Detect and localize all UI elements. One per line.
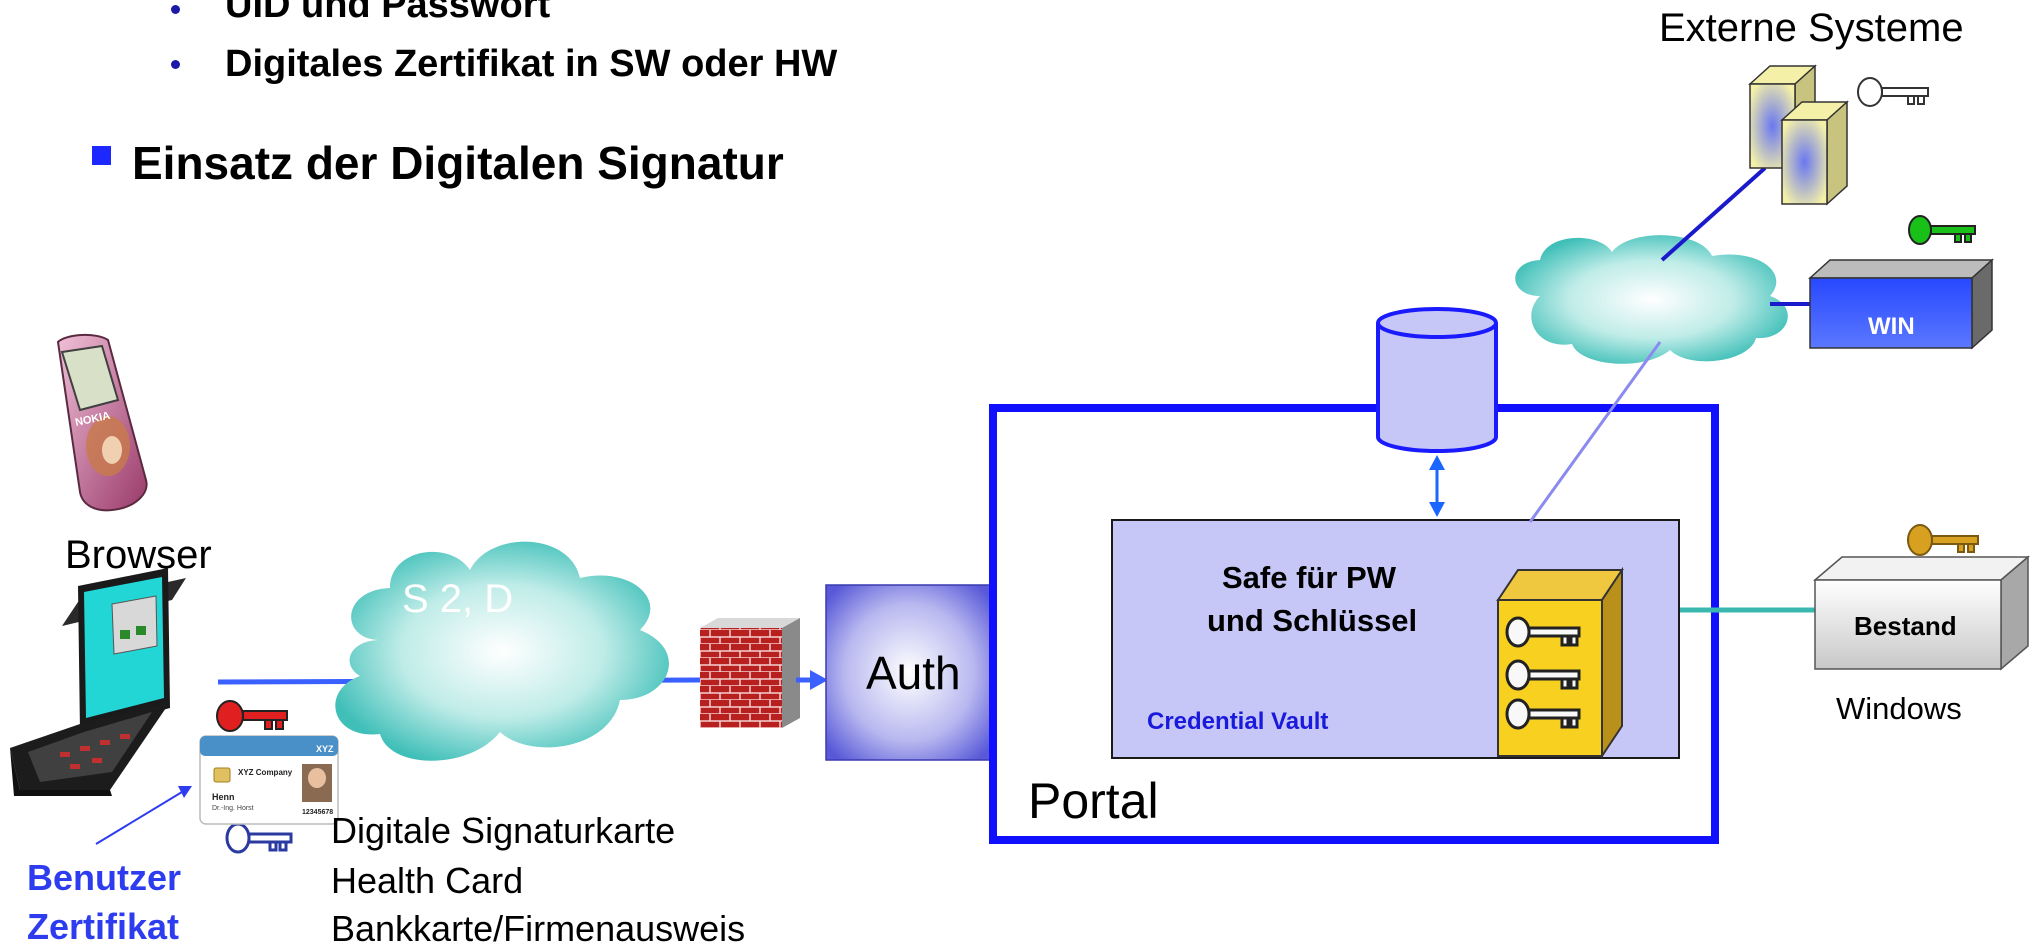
- portal-label: Portal: [1028, 773, 1159, 829]
- zertifikat-label: Zertifikat: [27, 906, 180, 947]
- mobile-phone-icon: NOKIA: [56, 334, 148, 512]
- bestand-label: Bestand: [1854, 611, 1957, 641]
- database-icon: [1376, 307, 1498, 453]
- externe-systeme-label: Externe Systeme: [1659, 6, 1964, 50]
- key-icon: [216, 700, 288, 732]
- svg-text:Dr.-Ing. Horst: Dr.-Ing. Horst: [212, 805, 254, 812]
- smartcard-icon: XYZ Company Henn Dr.-Ing. Horst 12345678…: [199, 735, 339, 825]
- key-icon: [1505, 698, 1581, 730]
- windows-label: Windows: [1836, 691, 1962, 726]
- win-server-box: [1808, 258, 1994, 350]
- bullet-digitales-zertifikat: Digitales Zertifikat in SW oder HW: [225, 43, 838, 85]
- card-type-3: Bankkarte/Firmenausweis: [331, 908, 746, 949]
- sub-bullet-dot-1: [171, 5, 180, 14]
- benutzer-label: Benutzer: [27, 857, 182, 898]
- bullet-einsatz-digitale-signatur: Einsatz der Digitalen Signatur: [132, 137, 784, 189]
- browser-label: Browser: [65, 533, 212, 577]
- credential-vault-label: Credential Vault: [1147, 708, 1329, 735]
- bestand-server-box: [1812, 555, 2031, 671]
- svg-text:XYZ Company: XYZ Company: [238, 768, 293, 777]
- sub-bullet-dot-2: [171, 60, 180, 69]
- key-icon: [225, 822, 293, 854]
- card-type-2: Health Card: [331, 860, 524, 901]
- cloud-label: S 2, D: [402, 577, 514, 621]
- key-icon: [1505, 659, 1581, 691]
- svg-text:XYZ: XYZ: [316, 744, 334, 754]
- auth-label: Auth: [866, 647, 961, 699]
- main-bullet-square: [92, 146, 111, 165]
- svg-text:12345678: 12345678: [302, 809, 333, 816]
- laptop-icon: [10, 568, 186, 796]
- card-type-1: Digitale Signaturkarte: [331, 810, 676, 851]
- server-icon: [1748, 64, 1849, 206]
- win-label: WIN: [1868, 313, 1915, 340]
- key-icon: [1907, 524, 1979, 556]
- bullet-uid-passwort: UID und Passwort: [225, 0, 551, 26]
- cloud-icon-left: [335, 541, 669, 761]
- firewall-icon: [700, 618, 800, 728]
- cloud-icon-right: [1515, 235, 1788, 364]
- key-icon: [1505, 616, 1581, 648]
- key-icon: [1857, 77, 1929, 107]
- key-icon: [1908, 215, 1976, 245]
- svg-text:Henn: Henn: [212, 792, 235, 802]
- safe-title-line-1: Safe für PW: [1222, 560, 1396, 595]
- safe-title-line-2: und Schlüssel: [1207, 603, 1418, 638]
